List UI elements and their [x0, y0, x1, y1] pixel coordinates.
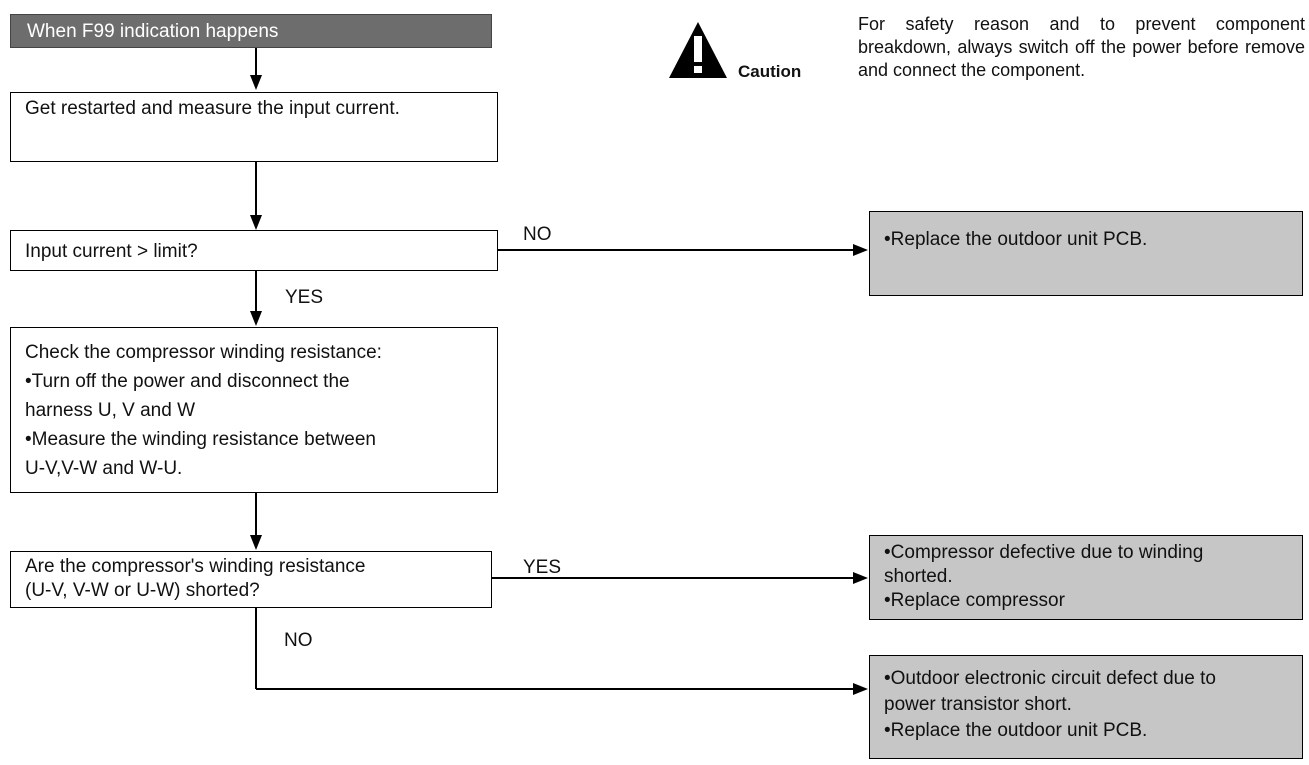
step-check-winding-line: U-V,V-W and W-U. — [25, 458, 183, 479]
result-circuit-defect: •Outdoor electronic circuit defect due t… — [869, 655, 1303, 759]
step-check-winding-line: •Measure the winding resistance between — [25, 429, 376, 450]
no-label-1: NO — [523, 224, 552, 245]
start-box: When F99 indication happens — [10, 14, 492, 48]
decision-winding-shorted-line: Are the compressor's winding resistance — [25, 556, 366, 577]
decision-input-current: Input current > limit? — [10, 230, 498, 271]
result-replace-pcb: •Replace the outdoor unit PCB. — [869, 211, 1303, 296]
start-text: When F99 indication happens — [27, 21, 279, 42]
warning-triangle-icon — [667, 20, 729, 80]
yes-label-1: YES — [285, 287, 324, 308]
result-compressor-defective: •Compressor defective due to winding sho… — [869, 535, 1303, 620]
result-circuit-line: •Outdoor electronic circuit defect due t… — [884, 668, 1216, 689]
no-label-2: NO — [284, 630, 313, 651]
result-compressor-line: shorted. — [884, 566, 953, 587]
step-check-winding-line: harness U, V and W — [25, 400, 196, 421]
result-replace-pcb-text: •Replace the outdoor unit PCB. — [884, 229, 1148, 250]
step-check-winding-line: •Turn off the power and disconnect the — [25, 371, 350, 392]
step-measure-current: Get restarted and measure the input curr… — [10, 92, 498, 162]
result-circuit-line: power transistor short. — [884, 694, 1072, 715]
decision-input-current-text: Input current > limit? — [25, 241, 198, 262]
step-check-winding: Check the compressor winding resistance:… — [10, 327, 498, 493]
step-measure-current-text: Get restarted and measure the input curr… — [25, 98, 400, 119]
result-circuit-line: •Replace the outdoor unit PCB. — [884, 720, 1148, 741]
result-compressor-line: •Compressor defective due to winding — [884, 542, 1204, 563]
caution-label: Caution — [738, 62, 802, 81]
yes-label-2: YES — [523, 557, 562, 578]
result-compressor-line: •Replace compressor — [884, 590, 1065, 611]
caution-text: For safety reason and to prevent compone… — [858, 14, 1305, 80]
decision-winding-shorted: Are the compressor's winding resistance … — [10, 551, 492, 608]
step-check-winding-line: Check the compressor winding resistance: — [25, 342, 382, 363]
decision-winding-shorted-line: (U-V, V-W or U-W) shorted? — [25, 580, 260, 601]
